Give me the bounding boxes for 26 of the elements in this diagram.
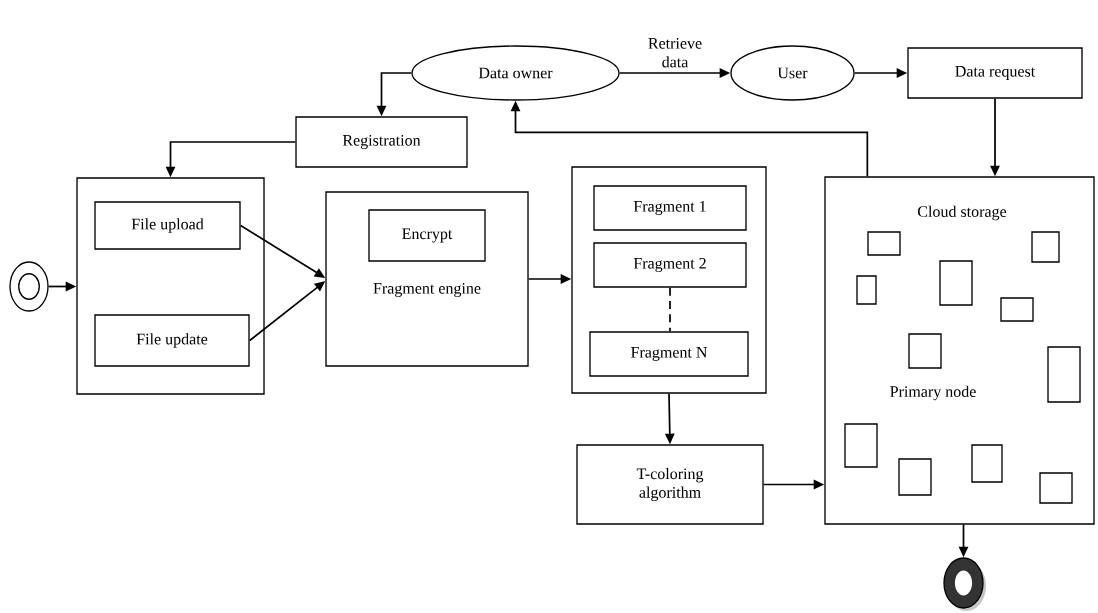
process-box: Fragment N — [589, 331, 749, 377]
storage-node-box — [908, 333, 942, 369]
group-box — [571, 166, 767, 394]
start-symbol — [9, 261, 49, 312]
storage-node-box — [971, 444, 1003, 483]
process-box: Encrypt — [368, 209, 486, 262]
storage-node-box — [939, 260, 973, 306]
process-box: T-coloring algorithm — [576, 444, 764, 525]
process-box: Registration — [295, 116, 468, 168]
process-box: Data request — [907, 47, 1083, 99]
group-box — [76, 177, 265, 395]
edge-label: Retrieve data — [646, 36, 704, 69]
end-symbol — [943, 557, 986, 611]
storage-node-box — [844, 423, 878, 468]
process-box: Fragment 2 — [593, 242, 747, 288]
storage-node-box — [1000, 297, 1034, 322]
storage-box: Cloud storage Primary node — [824, 176, 1095, 525]
storage-node-box — [1039, 472, 1073, 504]
storage-node-box — [1031, 231, 1060, 263]
process-box: File update — [94, 314, 250, 367]
storage-node-box — [867, 231, 901, 256]
storage-node-box — [1047, 346, 1081, 403]
process-box: Fragment 1 — [593, 185, 747, 231]
storage-node-box — [856, 275, 877, 305]
storage-node-box — [898, 458, 932, 496]
process-box: File upload — [94, 201, 241, 250]
